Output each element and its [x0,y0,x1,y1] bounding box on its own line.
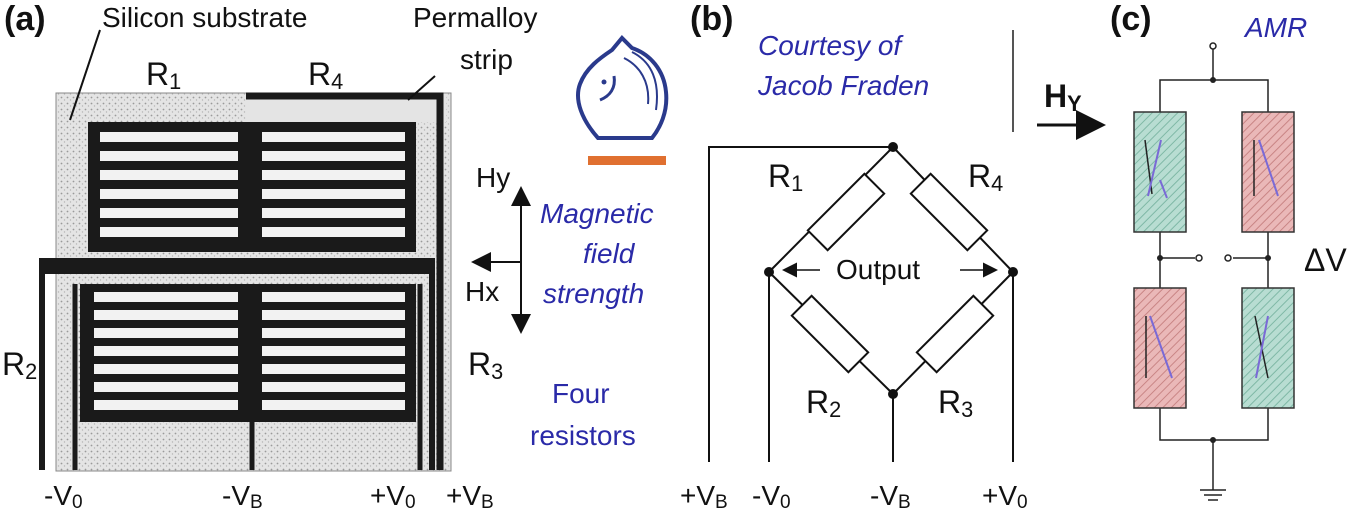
field-arrows [471,186,531,334]
chip-substrate [39,92,452,472]
pin-label-plus-vb-b: +VB [680,480,728,514]
meander-gap [262,170,405,180]
resistor-label-r4: R4 [308,56,344,94]
permalloy-leader-line [407,75,436,101]
field-label-line3: strength [543,278,645,309]
pin-label-minus-vb-b: -VB [870,480,911,514]
meander-gap [262,292,405,302]
bridge-nodes [764,142,1018,399]
pin-label-minus-vb-a: -VB [222,480,263,514]
four-resistors-line1: Four [552,378,610,409]
four-resistors-line2: resistors [530,420,636,451]
panel-label-a: (a) [4,0,46,38]
logo-underline-bar [588,156,666,165]
meander-gap [262,382,405,392]
meander-gap [262,364,405,374]
amr-element-bottom-left [1133,287,1187,409]
panel-label-b: (b) [690,0,734,38]
hy-field-label: HY [1044,78,1082,116]
pin-label-minus-v0-b: -V0 [752,480,791,514]
meander-gap [94,292,238,302]
amr-element-bottom-right [1241,287,1295,409]
meander-gap [100,208,238,218]
meander-gap [100,170,238,180]
meander-gap [94,328,238,338]
amr-element-top-left [1133,111,1187,233]
meander-gap [262,132,405,142]
permalloy-label: Permalloy [413,2,538,33]
bridge-label-r2: R2 [806,384,842,422]
pin-label-plus-v0-a: +V0 [370,480,416,514]
bridge-label-r3: R3 [938,384,974,422]
resistor-label-r1: R1 [146,56,182,94]
meander-gap [94,346,238,356]
panel-label-c: (c) [1110,0,1152,38]
delta-v-label: ΔV [1304,242,1347,278]
hy-label: Hy [476,162,511,193]
meander-gap [100,132,238,142]
meander-gap [94,310,238,320]
meander-gap [262,400,405,410]
bridge-label-r1: R1 [768,158,804,196]
resistor-label-r2: R2 [2,346,38,384]
meander-gap [100,227,238,237]
permalloy-label-line2: strip [460,44,513,75]
meander-stripes [94,132,405,410]
meander-gap [262,310,405,320]
meander-gap [262,328,405,338]
meander-gap [262,346,405,356]
field-label-line2: field [583,238,635,269]
field-label-line1: Magnetic [540,198,654,229]
amr-element-top-right [1241,111,1295,233]
pin-label-plus-vb-a: +VB [446,480,494,514]
meander-gap [262,227,405,237]
meander-gap [262,151,405,161]
meander-gap [262,189,405,199]
courtesy-label-line2: Jacob Fraden [758,70,930,101]
knight-logo-icon [576,35,669,140]
courtesy-label-line1: Courtesy of [758,30,902,61]
hx-label: Hx [465,276,500,307]
output-label: Output [836,254,921,285]
meander-gap [94,382,238,392]
meander-gap [100,189,238,199]
meander-gap [100,151,238,161]
substrate-label: Silicon substrate [102,2,308,33]
bridge-label-r4: R4 [968,158,1004,196]
substrate-leader-line [69,29,101,121]
pin-label-minus-v0-a: -V0 [44,480,83,514]
meander-gap [94,400,238,410]
amr-label: AMR [1245,12,1308,43]
meander-gap [94,364,238,374]
pin-label-plus-v0-b: +V0 [982,480,1028,514]
bridge-schematic [708,146,1014,462]
meander-gap [262,208,405,218]
resistor-label-r3: R3 [468,346,504,384]
